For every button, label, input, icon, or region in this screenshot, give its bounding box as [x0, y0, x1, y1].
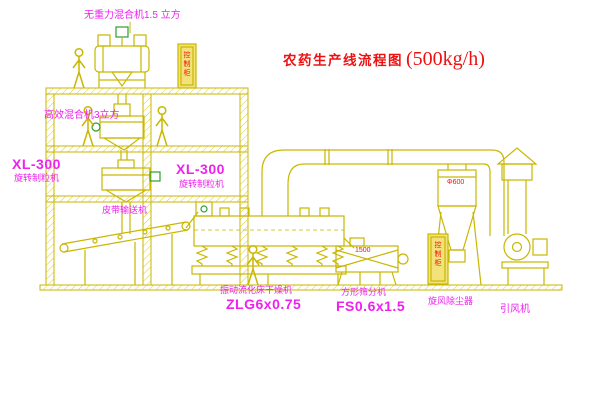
title-capacity: (500kg/h) — [406, 48, 485, 70]
label-sieve-name: 方形筛分机 — [341, 287, 387, 297]
fluid-bed-dryer — [191, 201, 355, 285]
label-belt-conveyor: 皮带输送机 — [102, 205, 148, 215]
person-figure — [155, 105, 169, 147]
label-high-efficiency-mixer: 高效混合机3立方 — [44, 110, 120, 121]
label-induced-draft-fan: 引风机 — [500, 304, 530, 315]
control-cabinet-top-text: 控制柜 — [183, 51, 190, 78]
person-figure — [72, 47, 86, 89]
label-granulator-center-name: 旋转制粒机 — [179, 179, 225, 189]
label-dryer-model: ZLG6x0.75 — [226, 296, 302, 312]
label-granulator-left-name: 旋转制粒机 — [14, 173, 60, 183]
label-dryer-name: 振动流化床干燥机 — [220, 285, 293, 295]
diagram-title: 农药生产线流程图 (500kg/h) — [283, 48, 485, 71]
label-granulator-left-model: XL-300 — [12, 156, 61, 172]
control-cabinet-top — [177, 43, 197, 89]
rotary-granulator — [101, 159, 161, 234]
label-cyclone: 旋风除尘器 — [428, 296, 474, 306]
title-text: 农药生产线流程图 — [283, 53, 403, 68]
sieve-code: 1500 — [355, 247, 371, 254]
label-granulator-center-model: XL-300 — [176, 161, 225, 177]
belt-conveyor — [59, 211, 199, 285]
label-sieve-model: FS0.6x1.5 — [336, 298, 406, 314]
exhaust-stack — [496, 147, 538, 234]
control-cabinet-right-text: 控制柜 — [434, 241, 441, 268]
exhaust-duct — [261, 149, 505, 236]
label-gravity-free-mixer: 无重力混合机1.5 立方 — [84, 10, 181, 21]
induced-draft-fan — [501, 233, 549, 285]
person-figure — [246, 244, 260, 286]
high-efficiency-mixer — [91, 103, 145, 160]
cyclone-dust-collector — [432, 164, 482, 286]
control-cabinet-right — [427, 233, 449, 285]
cyclone-code: Φ600 — [447, 179, 465, 186]
square-sieve — [335, 237, 409, 286]
gravity-free-mixer — [94, 26, 150, 104]
